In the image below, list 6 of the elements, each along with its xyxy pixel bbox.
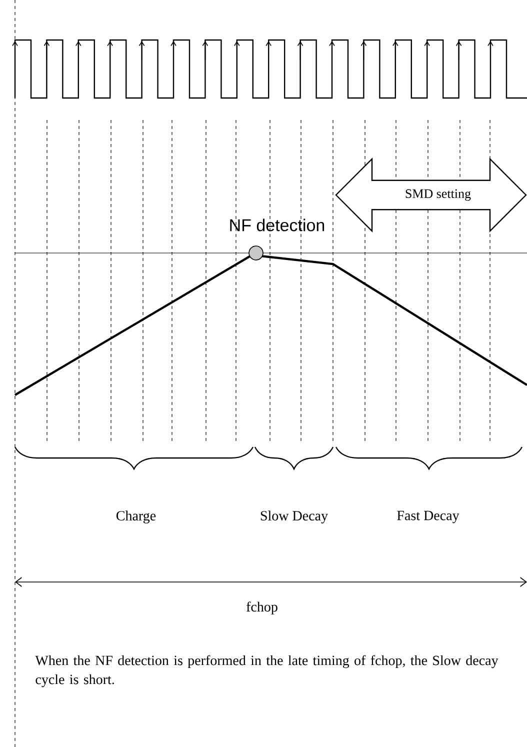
note-text: When the NF detection is performed in the late timing of fchop, the Slow decay cycle is short. [35, 655, 498, 688]
phase-label: Slow Decay [260, 510, 328, 524]
node-label: SMD setting [406, 189, 471, 201]
phase-label: Fast Decay [397, 510, 460, 524]
dimension-label: fchop [246, 602, 278, 614]
phase-label: Charge [116, 510, 156, 524]
